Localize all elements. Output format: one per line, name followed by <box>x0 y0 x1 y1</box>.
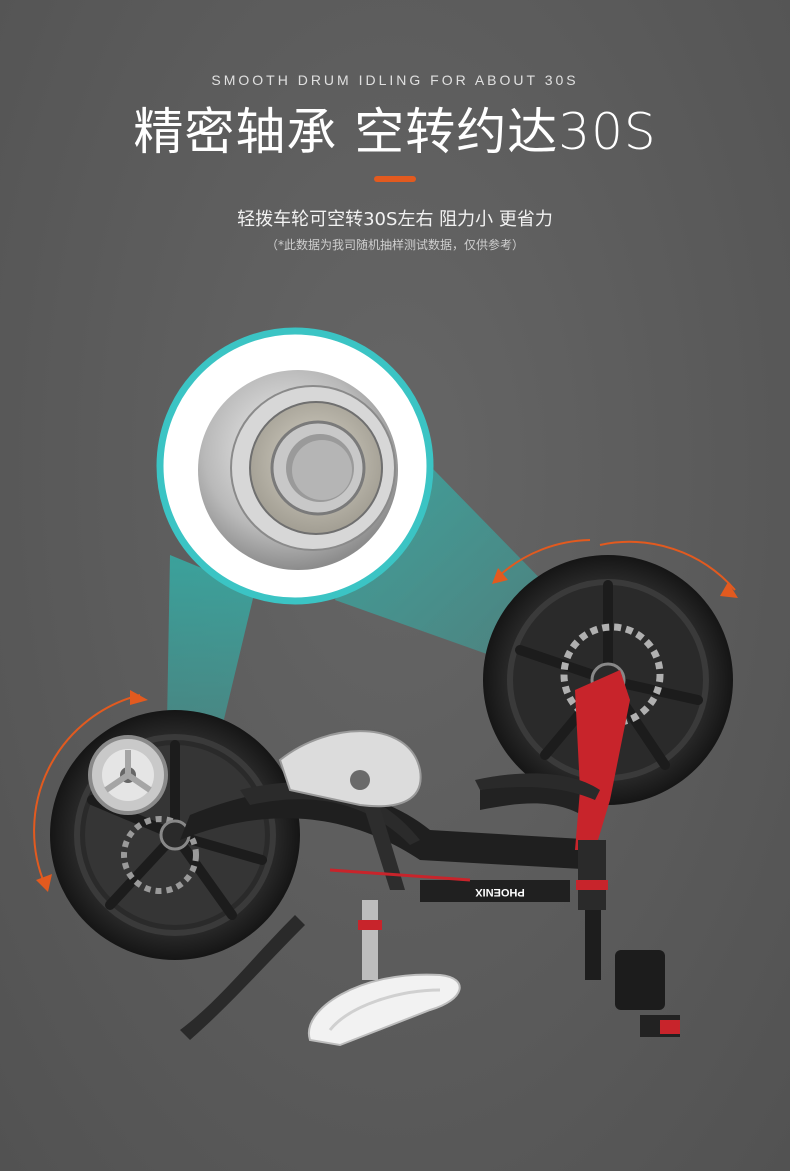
data-disclaimer: （*此数据为我司随机抽样测试数据，仅供参考） <box>265 238 524 252</box>
saddle <box>307 900 461 1047</box>
chain-guard <box>278 730 422 808</box>
rear-wheel <box>50 710 300 960</box>
handlebar <box>615 950 680 1037</box>
rotation-arrows <box>33 539 736 886</box>
english-subtitle: SMOOTH DRUM IDLING FOR ABOUT 30S <box>211 72 579 88</box>
rear-fender <box>180 915 305 1040</box>
front-fork <box>575 670 630 980</box>
brand-label: PHOENIX <box>475 886 525 898</box>
training-wheel <box>88 735 168 815</box>
bike-frame <box>180 782 600 902</box>
bearing-callout <box>156 327 434 605</box>
front-fender <box>475 773 600 800</box>
accent-divider <box>374 176 416 182</box>
page-title: 精密轴承 空转约达30S <box>133 103 657 161</box>
feature-description: 轻拨车轮可空转30S左右 阻力小 更省力 <box>237 209 553 230</box>
